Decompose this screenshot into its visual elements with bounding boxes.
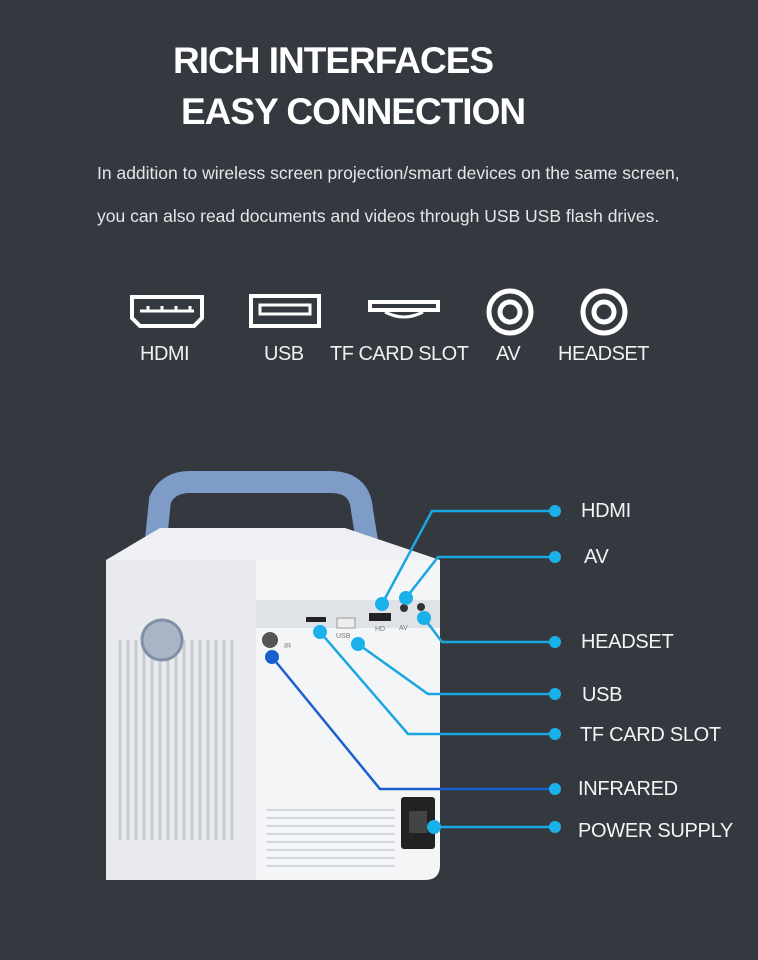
usb-port-icon — [249, 294, 321, 328]
port-label-usb: USB — [336, 633, 351, 640]
av-jack-icon — [486, 288, 534, 336]
callout-lines — [319, 509, 555, 829]
callout-usb: USB — [582, 684, 623, 706]
port-label-hd: HD — [375, 626, 385, 633]
heading-line-1: RICH INTERFACES — [173, 40, 494, 81]
callout-av: AV — [584, 546, 609, 568]
callout-hdmi: HDMI — [581, 500, 631, 522]
port-label-ir: IR — [284, 643, 291, 650]
interface-label-av: AV — [496, 343, 521, 365]
callout-infrared: INFRARED — [578, 778, 678, 800]
hdmi-port-icon — [130, 295, 204, 328]
description: In addition to wireless screen projectio… — [97, 163, 680, 226]
heading-line-2: EASY CONNECTION — [181, 91, 526, 132]
callout-tf-card-slot: TF CARD SLOT — [580, 724, 721, 746]
interface-label-usb: USB — [264, 343, 304, 365]
callout-power-supply: POWER SUPPLY — [578, 820, 733, 842]
interface-label-hdmi: HDMI — [140, 343, 190, 365]
port-label-av: AV — [399, 625, 408, 632]
callout-headset: HEADSET — [581, 631, 674, 653]
tf-card-slot-icon — [368, 300, 440, 319]
interface-label-headset: HEADSET — [558, 343, 649, 365]
projector-image — [106, 471, 440, 880]
interface-label-tf-card: TF CARD SLOT — [330, 343, 469, 365]
headset-jack-icon — [580, 288, 628, 336]
